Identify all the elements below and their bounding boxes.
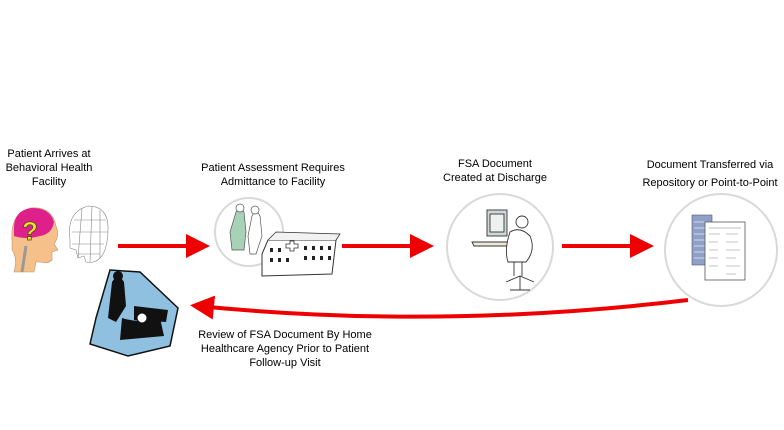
label-line: Created at Discharge (443, 172, 547, 184)
label-line: Behavioral Health (5, 162, 93, 174)
label-line: FSA Document (458, 158, 532, 170)
hospital-admission-icon (229, 203, 341, 277)
svg-text:?: ? (22, 216, 38, 246)
step-label-assessment: Patient Assessment Requires Admittance t… (188, 161, 358, 189)
person-at-computer-icon (471, 209, 535, 291)
step-label-review: Review of FSA Document By Home Healthcar… (185, 328, 385, 370)
label-line: Healthcare Agency Prior to Patient (200, 343, 370, 355)
label-line: Document Transferred via (646, 159, 774, 171)
label-line: Facility (31, 176, 67, 188)
label-line: Patient Arrives at (7, 148, 91, 160)
label-line: Admittance to Facility (220, 176, 326, 188)
home-care-visit-icon (89, 269, 179, 357)
label-line: Patient Assessment Requires (201, 162, 345, 174)
document-transfer-icon (691, 214, 746, 281)
arrow-transfer-to-review (190, 295, 689, 320)
label-line: Review of FSA Document By Home (198, 329, 372, 341)
label-line: Repository or Point-to-Point (642, 177, 778, 189)
step-label-document: FSA Document Created at Discharge (425, 157, 565, 185)
wireframe-head-icon (69, 205, 109, 263)
step-label-arrive: Patient Arrives at Behavioral Health Fac… (0, 147, 98, 189)
label-line: Follow-up Visit (249, 357, 321, 369)
step-label-transfer: Document Transferred via Repository or P… (630, 156, 784, 192)
brain-question-head-icon: ? (11, 207, 59, 273)
